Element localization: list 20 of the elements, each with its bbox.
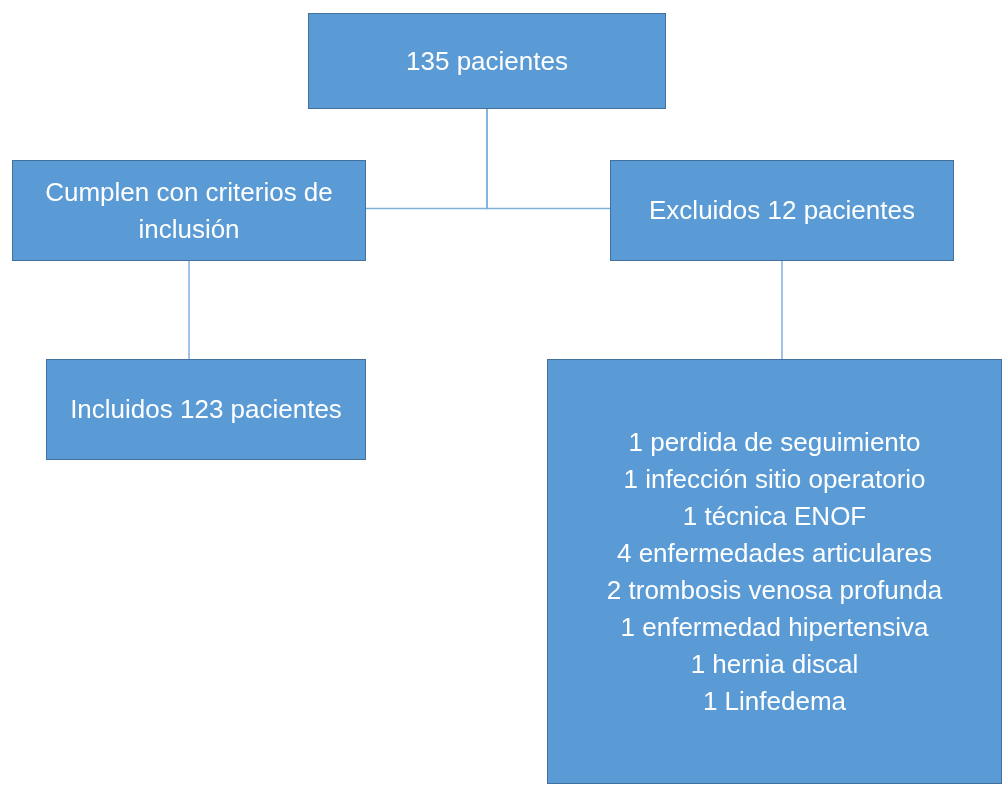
box-text: 4 enfermedades articulares [616,536,933,570]
process-box [46,359,366,460]
process-box [547,359,1002,784]
box-text: 1 Linfedema [702,684,847,718]
process-box [308,13,666,109]
connector-line [188,260,190,360]
box-text: 1 enfermedad hipertensiva [620,610,929,644]
box-text: Excluidos 12 pacientes [649,194,915,227]
box-text: 1 técnica ENOF [682,499,867,533]
box-text: 1 hernia discal [690,647,859,681]
box-text: Cumplen con criterios de inclusión [44,175,334,246]
process-box [12,160,366,261]
box-text: 1 infección sitio operatorio [623,462,926,496]
connector-line [781,260,783,360]
box-text: 2 trombosis venosa profunda [606,573,943,607]
box-text: 135 pacientes [406,44,568,78]
connector-line [486,108,611,210]
process-box [610,160,954,261]
box-text: Incluidos 123 pacientes [70,393,342,426]
box-text: 1 perdida de seguimiento [628,425,921,459]
